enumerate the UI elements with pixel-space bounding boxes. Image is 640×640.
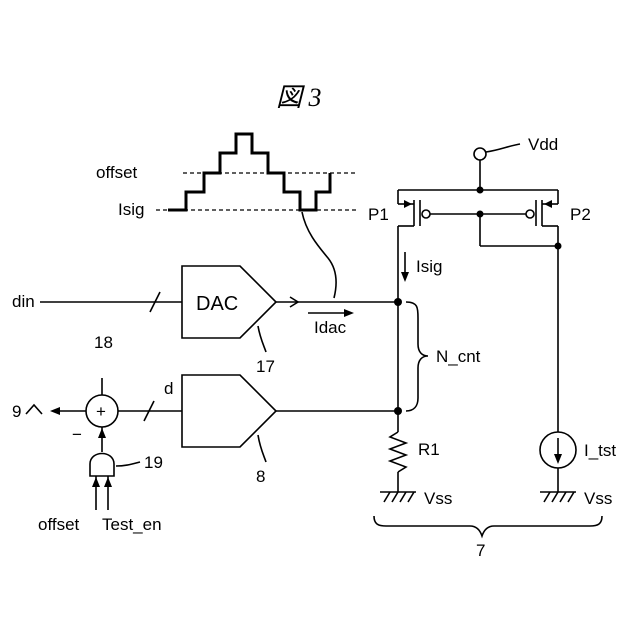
ref-8: 8: [256, 467, 265, 486]
gate-ref-leader: [116, 462, 140, 466]
test-en-label: Test_en: [102, 515, 162, 534]
p1-label: P1: [368, 205, 389, 224]
circuit-7-brace: [374, 516, 602, 536]
ref-9: 9: [12, 402, 21, 421]
p2-label: P2: [570, 205, 591, 224]
transistor-p2: [480, 190, 558, 226]
i-tst-arrow-head: [554, 454, 562, 464]
ref-17: 17: [256, 357, 275, 376]
waveform-leader: [302, 212, 336, 298]
offset-input-arrow: [92, 477, 100, 487]
vss-left-label: Vss: [424, 489, 452, 508]
comparator-block: [182, 375, 276, 447]
idac-arrow-head: [344, 309, 354, 317]
p2-drain-dot: [555, 243, 562, 250]
staircase-waveform: [168, 134, 330, 210]
isig-arrow-head: [401, 272, 409, 282]
adder-plus: +: [96, 402, 106, 421]
waveform: offset Isig: [96, 134, 357, 298]
ref-7: 7: [476, 541, 485, 560]
din-label: din: [12, 292, 35, 311]
cmp-ref-leader: [258, 435, 266, 462]
dac-label: DAC: [196, 293, 238, 315]
adder-minus: −: [72, 425, 82, 444]
vdd-terminal: [474, 148, 486, 160]
test-en-input-arrow: [104, 477, 112, 487]
offset-input-label: offset: [38, 515, 80, 534]
figure-title: 図 3: [276, 83, 322, 112]
node-dot-dac: [394, 298, 402, 306]
adder-output-arrow: [50, 407, 60, 415]
idac-label: Idac: [314, 318, 347, 337]
ground-right: [540, 492, 576, 502]
vdd-label: Vdd: [528, 135, 558, 154]
ref-19: 19: [144, 453, 163, 472]
resistor-r1: [390, 432, 406, 472]
transistor-p1: [398, 190, 480, 226]
ref-18: 18: [94, 333, 113, 352]
vdd-leader: [486, 144, 520, 152]
ground-left: [380, 492, 416, 502]
and-gate: [90, 454, 114, 477]
dac-ref-leader: [258, 326, 266, 352]
isig-wave-label: Isig: [118, 200, 144, 219]
n-cnt-label: N_cnt: [436, 347, 481, 366]
offset-wave-label: offset: [96, 163, 138, 182]
isig-label: Isig: [416, 257, 442, 276]
i-tst-label: I_tst: [584, 441, 616, 460]
vss-right-label: Vss: [584, 489, 612, 508]
r1-label: R1: [418, 440, 440, 459]
output-leader: [26, 405, 42, 414]
n-cnt-brace: [406, 302, 428, 411]
gate-to-adder-arrow: [98, 428, 106, 438]
d-label: d: [164, 379, 173, 398]
